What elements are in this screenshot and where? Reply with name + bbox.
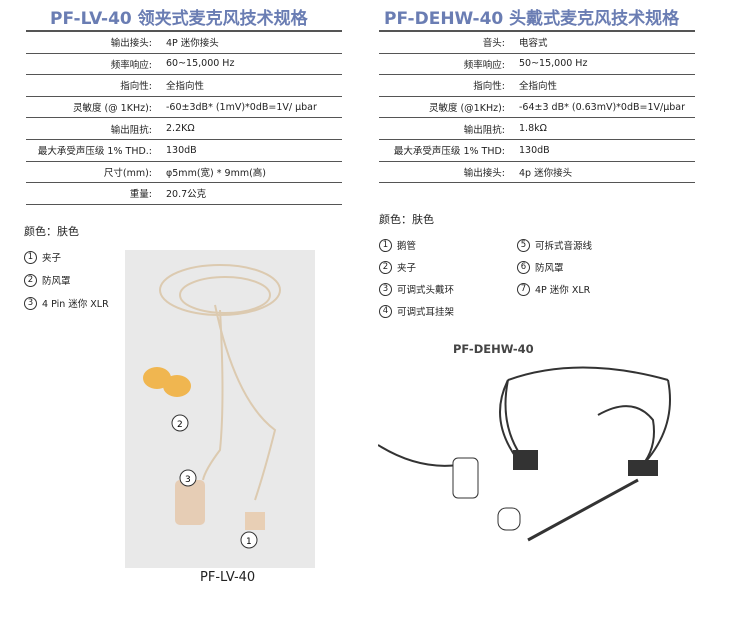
part-label: 可调式头戴环 [397,285,455,296]
spec-row: 输出阻抗: 2.2KΩ [26,118,342,140]
spec-value: φ5mm(宽) * 9mm(高) [166,167,266,179]
part-item: 1 夹子 [24,250,61,264]
spec-value: 130dB [166,144,197,156]
right-color: 颜色：肤色 [379,213,434,226]
spec-value: 130dB [519,144,550,156]
left-color: 颜色：肤色 [24,225,79,238]
part-number: 2 [24,273,37,287]
spec-label: 音头: [482,38,505,50]
spec-value: 20.7公克 [166,189,207,201]
svg-text:2: 2 [177,420,183,430]
svg-text:3: 3 [185,475,191,485]
part-item: 3 可调式头戴环 [379,282,454,296]
spec-label: 最大承受声压级 1% THD.: [37,146,152,158]
part-number: 7 [517,282,530,296]
spec-row: 输出接头: 4P 迷你接头 [26,32,342,54]
spec-value: 1.8kΩ [519,123,547,135]
part-number: 4 [379,304,392,318]
spec-label: 指向性: [473,81,505,93]
spec-row: 指向性: 全指向性 [26,75,342,97]
spec-label: 输出阻抗: [110,124,152,136]
lavalier-caption: PF-LV-40 [200,570,256,585]
part-number: 3 [379,282,392,296]
spec-label: 频率响应: [463,59,505,71]
left-title: PF-LV-40 领夹式麦克风技术规格 [50,9,308,29]
spec-value: -64±3 dB* (0.63mV)*0dB=1V/µbar [519,101,686,113]
spec-label: 灵敏度 (@ 1KHz): [72,103,152,115]
part-number: 6 [517,260,530,274]
headset-label: PF-DEHW-40 [453,342,534,356]
spec-label: 输出接头: [463,167,505,179]
part-label: 夹子 [397,263,417,274]
lavalier-photo: 2 3 1 [125,250,315,568]
part-number: 1 [379,238,392,252]
spec-row: 频率响应: 50~15,000 Hz [379,54,695,76]
part-label: 可调式耳挂架 [397,307,455,318]
part-label: 鹅管 [397,241,417,252]
spec-label: 重量: [129,189,152,201]
spec-row: 最大承受声压级 1% THD: 130dB [379,140,695,162]
spec-label: 输出接头: [110,38,152,50]
spec-row: 尺寸(mm): φ5mm(宽) * 9mm(高) [26,162,342,184]
headset-diagram [378,366,671,542]
spec-value: 4p 迷你接头 [519,167,573,179]
right-title: PF-DEHW-40 头戴式麦克风技术规格 [384,9,680,29]
spec-row: 输出接头: 4p 迷你接头 [379,162,695,184]
spec-label: 灵敏度 (@1KHz): [428,103,505,115]
spec-label: 指向性: [120,81,152,93]
spec-value: 电容式 [519,38,548,50]
spec-row: 输出阻抗: 1.8kΩ [379,118,695,140]
part-label: 防风罩 [535,263,564,274]
part-item: 2 防风罩 [24,273,71,287]
spec-value: 全指向性 [166,81,205,93]
part-item: 4 可调式耳挂架 [379,304,454,318]
part-number: 3 [24,296,37,310]
spec-row: 灵敏度 (@1KHz): -64±3 dB* (0.63mV)*0dB=1V/µb… [379,97,695,119]
spec-row: 重量: 20.7公克 [26,183,342,205]
left-spec-table: 输出接头: 4P 迷你接头频率响应: 60~15,000 Hz 指向性: 全指向性灵敏度… [26,30,342,205]
right-spec-table: 音头: 电容式频率响应: 50~15,000 Hz 指向性: 全指向性灵敏度 (@1KH… [379,30,695,184]
part-number: 2 [379,260,392,274]
part-label: 4P 迷你 XLR [535,285,591,296]
part-item: 5 可拆式音源线 [517,238,592,252]
spec-label: 尺寸(mm): [103,167,152,179]
spec-row: 灵敏度 (@ 1KHz): -60±3dB* (1mV)*0dB=1V/ µbar [26,97,342,119]
part-item: 7 4P 迷你 XLR [517,282,590,296]
part-number: 5 [517,238,530,252]
spec-value: 4P 迷你接头 [166,38,219,50]
spec-label: 输出阻抗: [463,124,505,136]
lavalier-illustration: 2 3 1 [143,264,281,549]
part-label: 防风罩 [42,276,71,287]
part-label: 4 Pin 迷你 XLR [42,299,109,310]
part-label: 夹子 [42,253,62,264]
svg-text:1: 1 [246,537,252,547]
part-item: 2 夹子 [379,260,416,274]
spec-label: 最大承受声压级 1% THD: [393,146,505,158]
part-item: 1 鹅管 [379,238,416,252]
spec-value: 50~15,000 Hz [519,58,588,70]
spec-value: 60~15,000 Hz [166,58,235,70]
spec-row: 最大承受声压级 1% THD.: 130dB [26,140,342,162]
part-label: 可拆式音源线 [535,241,593,252]
spec-label: 频率响应: [110,59,152,71]
spec-row: 指向性: 全指向性 [379,75,695,97]
spec-value: 2.2KΩ [166,123,195,135]
part-item: 6 防风罩 [517,260,564,274]
part-number: 1 [24,250,37,264]
part-item: 3 4 Pin 迷你 XLR [24,296,109,310]
spec-value: -60±3dB* (1mV)*0dB=1V/ µbar [166,101,317,113]
spec-value: 全指向性 [519,81,558,93]
spec-row: 频率响应: 60~15,000 Hz [26,54,342,76]
spec-row: 音头: 电容式 [379,32,695,54]
